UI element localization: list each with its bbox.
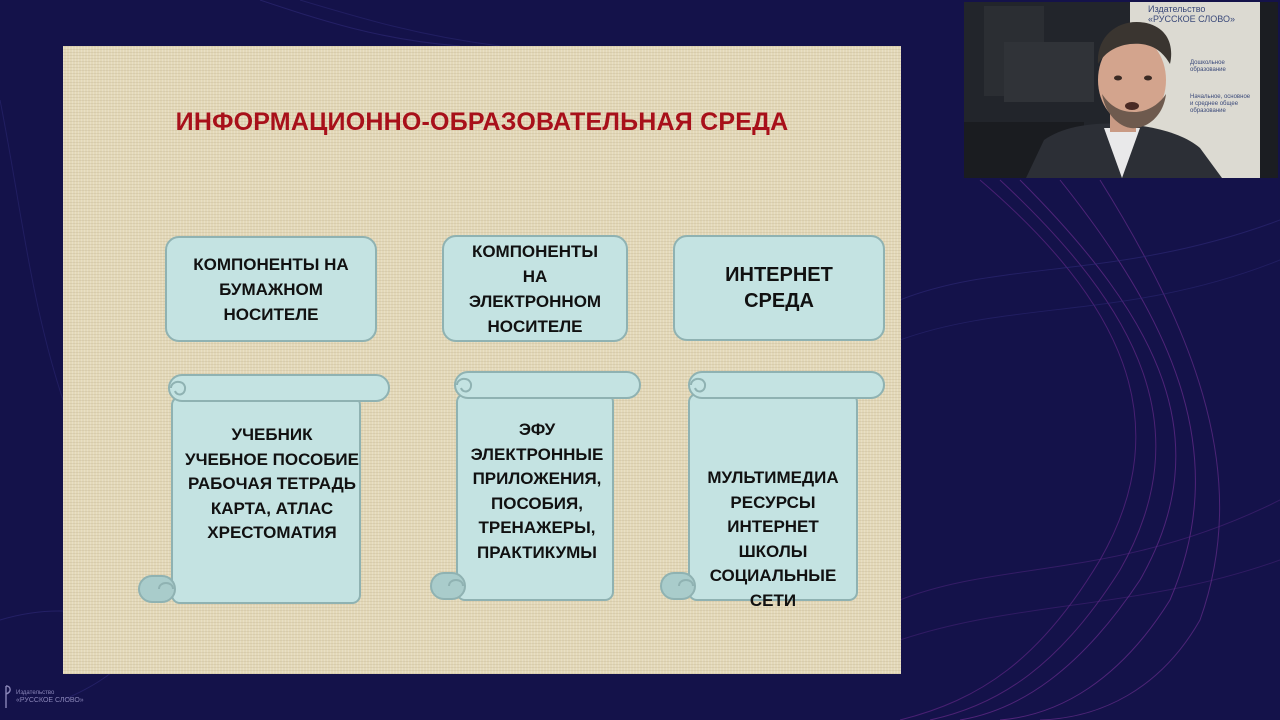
scroll-shape (138, 374, 390, 604)
category-label-paper: КОМПОНЕНТЫ НА БУМАЖНОМ НОСИТЕЛЕ (193, 254, 349, 324)
scroll-internet: МУЛЬТИМЕДИА РЕСУРСЫ ИНТЕРНЕТ ШКОЛЫ СОЦИА… (659, 370, 887, 610)
publisher-logo-icon (5, 685, 11, 708)
speaker-figure (1026, 21, 1222, 178)
banner-line2: «РУССКОЕ СЛОВО» (1148, 14, 1235, 24)
presentation-slide: ИНФОРМАЦИОННО-ОБРАЗОВАТЕЛЬНАЯ СРЕДА КОМП… (63, 46, 901, 674)
scroll-text-internet: МУЛЬТИМЕДИА РЕСУРСЫ ИНТЕРНЕТ ШКОЛЫ СОЦИА… (707, 468, 839, 610)
scroll-shape (430, 371, 641, 601)
scroll-shape (660, 371, 885, 601)
logo-line2: «РУССКОЕ СЛОВО» (16, 697, 84, 704)
scroll-text-electronic: ЭФУ ЭЛЕКТРОННЫЕ ПРИЛОЖЕНИЯ, ПОСОБИЯ, ТРЕ… (470, 420, 604, 562)
banner-item2: Начальное, основное и среднее общее обра… (1190, 94, 1251, 114)
category-box-paper: КОМПОНЕНТЫ НА БУМАЖНОМ НОСИТЕЛЕ (165, 236, 377, 342)
banner-line1: Издательство (1148, 4, 1206, 14)
speaker-video: Издательство «РУССКОЕ СЛОВО» Дошкольное … (964, 2, 1278, 178)
scroll-paper: УЧЕБНИК УЧЕБНОЕ ПОСОБИЕ РАБОЧАЯ ТЕТРАДЬ … (137, 373, 391, 606)
category-label-electronic: КОМПОНЕНТЫ НА ЭЛЕКТРОННОМ НОСИТЕЛЕ (468, 241, 602, 336)
slide-title: ИНФОРМАЦИОННО-ОБРАЗОВАТЕЛЬНАЯ СРЕДА (175, 108, 789, 136)
category-box-electronic: КОМПОНЕНТЫ НА ЭЛЕКТРОННОМ НОСИТЕЛЕ (442, 235, 628, 342)
scroll-electronic: ЭФУ ЭЛЕКТРОННЫЕ ПРИЛОЖЕНИЯ, ПОСОБИЯ, ТРЕ… (429, 370, 643, 604)
logo-line1: Издательство (16, 690, 55, 696)
category-box-internet: ИНТЕРНЕТ СРЕДА (673, 235, 885, 341)
scroll-text-paper: УЧЕБНИК УЧЕБНОЕ ПОСОБИЕ РАБОЧАЯ ТЕТРАДЬ … (185, 425, 359, 542)
banner-item1: Дошкольное образование (1190, 60, 1226, 73)
category-label-internet: ИНТЕРНЕТ СРЕДА (725, 264, 833, 312)
